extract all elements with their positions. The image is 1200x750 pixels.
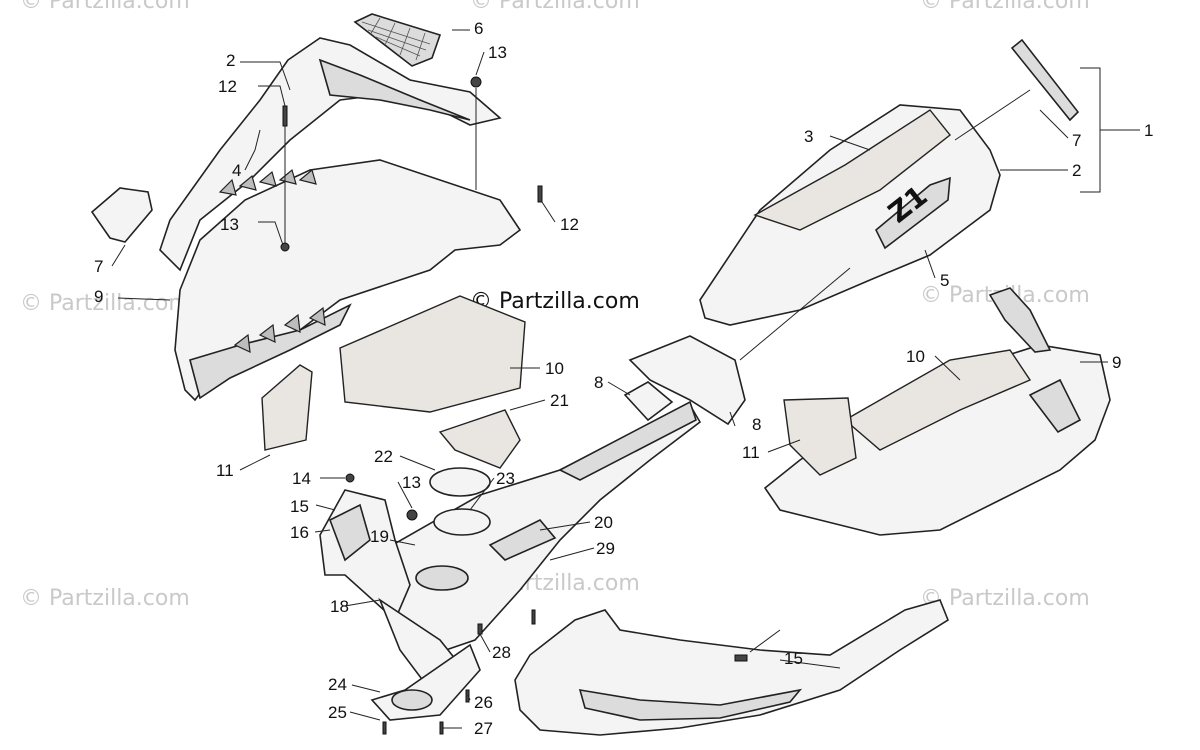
callout-23: 24: [328, 675, 347, 694]
callout-10: 10: [906, 347, 925, 366]
belly-pan-right-inner: [578, 688, 803, 721]
foam-pad-left-10: [339, 295, 526, 413]
headlight-lens-8: [623, 381, 674, 422]
callout-28: 29: [596, 539, 615, 558]
decal-5-panel: [875, 176, 951, 250]
callout-6: 6: [474, 19, 483, 38]
callout-4: 4: [232, 161, 241, 180]
callout-11: 11: [216, 461, 234, 480]
belly-pan-rail: [558, 400, 697, 481]
gasket-21: [429, 467, 491, 497]
callout-17: 18: [330, 597, 349, 616]
vent-grille-right: [1010, 38, 1080, 122]
callout-11: 11: [742, 443, 760, 462]
watermark: © Partzilla.com: [20, 291, 190, 316]
opening-ring: [415, 565, 469, 591]
side-panel-inner: [318, 58, 471, 121]
watermark: © Partzilla.com: [20, 586, 190, 611]
hood-assembled: [699, 104, 1001, 326]
callout-15: 15: [290, 497, 309, 516]
callout-12: 12: [560, 215, 579, 234]
callout-3: 3: [804, 127, 813, 146]
nut-13: [406, 509, 418, 521]
callout-9: 9: [94, 287, 103, 306]
brand-watermark: © Partzilla.com: [470, 289, 640, 314]
callout-layer: 2 12 6 13 4 13 12 7 9 10 11 3 1 7 2 5 10…: [94, 19, 1153, 738]
callout-26: 27: [474, 719, 493, 738]
callout-13: 13: [402, 473, 421, 492]
plate-19: [488, 519, 557, 561]
callout-1: 1: [1144, 121, 1153, 140]
rivet-25: [465, 689, 470, 703]
callout-2: 2: [226, 51, 235, 70]
callout-27: 28: [492, 643, 511, 662]
clip-29: [734, 654, 748, 662]
callout-15: 15: [784, 649, 803, 668]
callout-20: 21: [550, 391, 569, 410]
side-bracket-16: [328, 503, 371, 562]
callout-10: 10: [545, 359, 564, 378]
louvers: [218, 168, 326, 353]
screw-14: [345, 473, 355, 483]
lower-belly-pan: [319, 400, 949, 736]
callout-8: 8: [594, 373, 603, 392]
grille-mesh: [361, 17, 431, 61]
foam-pad-right-10: [843, 349, 1032, 451]
callout-6: 7: [1072, 131, 1081, 150]
watermark-layer: © Partzilla.com © Partzilla.com © Partzi…: [20, 0, 1090, 611]
watermark: © Partzilla.com: [20, 0, 190, 14]
watermark: © Partzilla.com: [920, 0, 1090, 14]
rivet-28: [531, 609, 536, 625]
callout-21: 22: [374, 447, 393, 466]
callout-25: 26: [474, 693, 493, 712]
callout-13: 13: [220, 215, 239, 234]
nose-bracket-right: [988, 287, 1052, 353]
screw-24: [382, 721, 387, 735]
nut-13: [470, 76, 482, 88]
upper-hood-right: Z1: [623, 38, 1111, 536]
headlight-bezel-left: [90, 187, 153, 243]
skid-plate-hole: [391, 689, 433, 711]
foam-pad-left-11: [261, 364, 313, 451]
watermark: © Partzilla.com: [470, 0, 640, 14]
headlight-bezel-right: [628, 335, 746, 426]
callout-16: 16: [290, 523, 309, 542]
callout-19: 20: [594, 513, 613, 532]
bolt-12: [537, 185, 543, 203]
callout-2: 2: [1072, 161, 1081, 180]
leader-lines: [111, 29, 1140, 729]
callout-13: 13: [488, 43, 507, 62]
side-panel-upper: [159, 37, 502, 272]
callout-7: 8: [752, 415, 761, 434]
foam-20: [438, 409, 521, 469]
assembly-line: [954, 89, 1031, 141]
nose-cowl-lower-lip: [189, 303, 352, 400]
callout-7: 7: [94, 257, 103, 276]
foam-pad-right-11: [783, 397, 857, 476]
upper-hood-left: [90, 13, 543, 451]
callout-12: 12: [218, 77, 237, 96]
nose-vent-right: [1028, 378, 1082, 434]
assembly-line: [739, 267, 851, 361]
bolt-27: [477, 623, 483, 635]
callout-18: 19: [370, 527, 389, 546]
decal-3: [753, 109, 951, 231]
watermark: © Partzilla.com: [920, 586, 1090, 611]
callout-5: 5: [940, 271, 949, 290]
callout-14: 14: [292, 469, 311, 488]
callout-24: 25: [328, 703, 347, 722]
gasket-22: [433, 508, 491, 536]
bolt-12: [282, 105, 288, 127]
bracket-1: [1080, 67, 1101, 193]
callout-22: 23: [496, 469, 515, 488]
callout-9: 9: [1112, 353, 1121, 372]
